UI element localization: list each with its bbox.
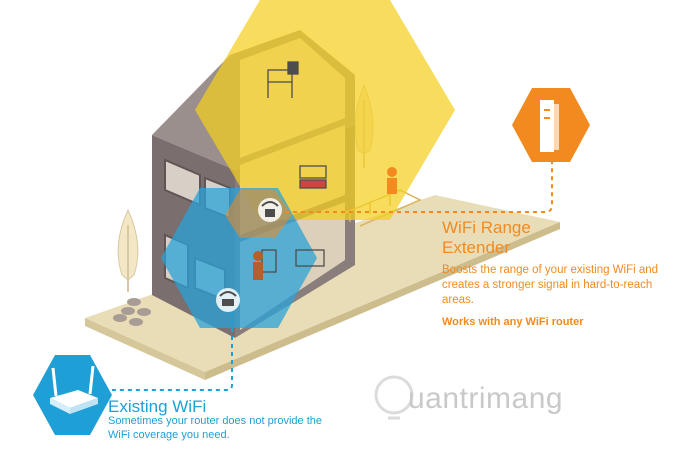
extender-device-icon <box>540 100 559 152</box>
existing-wifi-description: Sometimes your router does not provide t… <box>108 415 323 441</box>
room-furniture <box>261 61 327 273</box>
router-in-house-icon <box>216 288 240 312</box>
watermark-logo-icon <box>374 375 414 420</box>
person-lower <box>253 251 263 280</box>
extender-coverage-hexagon <box>195 0 455 220</box>
extender-in-house-icon <box>258 198 282 222</box>
existing-wifi-title: Existing WiFi <box>108 397 207 416</box>
ground-edge <box>85 318 205 380</box>
tree-left <box>117 208 139 292</box>
extender-connector-line <box>285 162 553 213</box>
extender-title: WiFi Range Extender <box>442 218 531 257</box>
path-stones <box>113 298 151 326</box>
router-device-icon <box>50 365 98 414</box>
person-balcony <box>387 167 397 194</box>
extender-compat-note: Works with any WiFi router <box>442 316 584 328</box>
ground-edge-side <box>205 222 560 380</box>
router-connector-line <box>95 312 233 391</box>
watermark-text: uantrimang <box>408 382 564 415</box>
extender-description: Boosts the range of your existing WiFi a… <box>442 264 659 306</box>
